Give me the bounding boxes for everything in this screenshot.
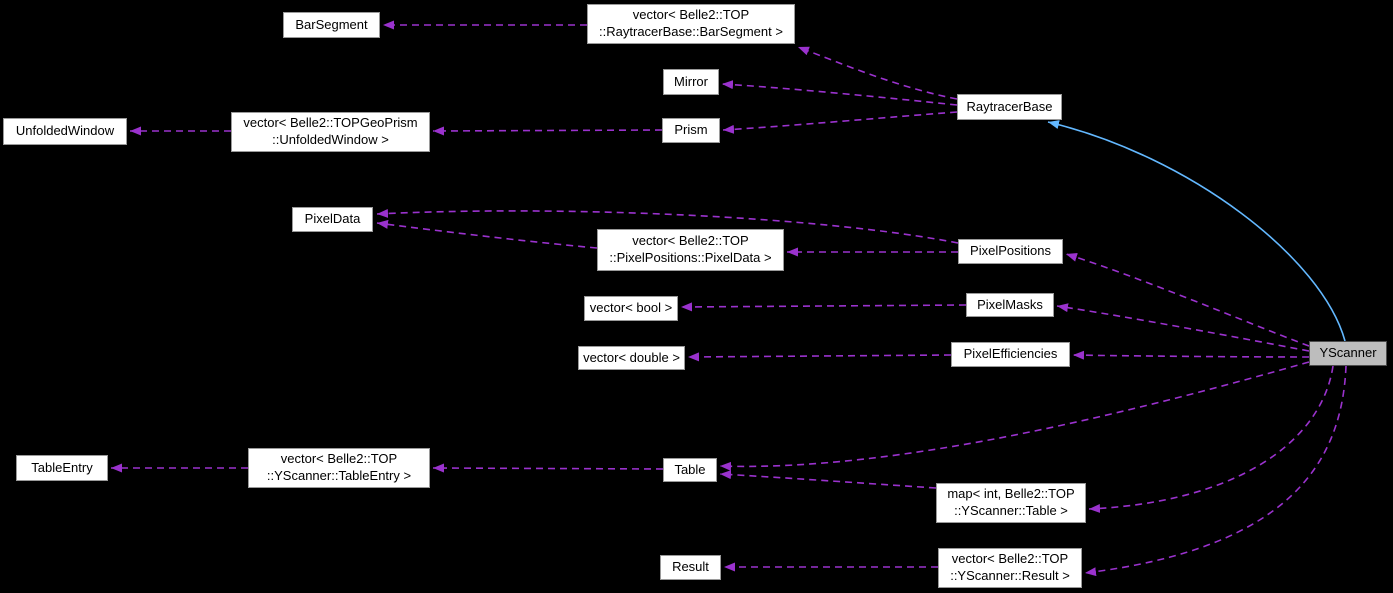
- edge-yscanner-to-pixelmasks: [1056, 303, 1310, 352]
- node-map-table[interactable]: map< int, Belle2::TOP ::YScanner::Table …: [936, 483, 1086, 523]
- node-vector-tableentry[interactable]: vector< Belle2::TOP ::YScanner::TableEnt…: [248, 448, 430, 488]
- edge-yscanner-to-vector-result: [1084, 365, 1347, 577]
- edge-pixelmasks-to-vector-bool: [680, 302, 967, 312]
- edge-yscanner-to-map-table: [1088, 365, 1334, 513]
- edge-yscanner-to-pixelefficiencies: [1072, 350, 1310, 360]
- node-table[interactable]: Table: [663, 458, 717, 482]
- node-vector-result[interactable]: vector< Belle2::TOP ::YScanner::Result >: [938, 548, 1082, 588]
- edge-yscanner-to-table: [719, 361, 1310, 471]
- node-unfoldedwindow[interactable]: UnfoldedWindow: [3, 118, 127, 145]
- edge-table-to-vector-tableentry: [432, 463, 664, 473]
- node-vector-pixeldata[interactable]: vector< Belle2::TOP ::PixelPositions::Pi…: [597, 229, 784, 271]
- node-raytracerbase[interactable]: RaytracerBase: [957, 94, 1062, 120]
- edge-yscanner-to-pixelpositions: [1065, 252, 1310, 347]
- node-vector-unfoldedwindow[interactable]: vector< Belle2::TOPGeoPrism ::UnfoldedWi…: [231, 112, 430, 152]
- edge-map-table-to-table: [719, 470, 937, 489]
- node-yscanner-selected: YScanner: [1309, 341, 1387, 366]
- edge-pixelpositions-to-pixeldata: [376, 208, 959, 244]
- node-pixelpositions[interactable]: PixelPositions: [958, 239, 1063, 264]
- node-mirror[interactable]: Mirror: [663, 69, 719, 95]
- node-vector-bool[interactable]: vector< bool >: [584, 296, 678, 321]
- edge-vector-pixeldata-to-pixeldata: [376, 219, 598, 249]
- node-barsegment[interactable]: BarSegment: [283, 12, 380, 38]
- node-vector-barsegment[interactable]: vector< Belle2::TOP ::RaytracerBase::Bar…: [587, 4, 795, 44]
- edge-pixelefficiencies-to-vector-double: [687, 352, 952, 362]
- node-pixeldata[interactable]: PixelData: [292, 207, 373, 232]
- node-vector-double[interactable]: vector< double >: [578, 346, 685, 370]
- node-pixelmasks[interactable]: PixelMasks: [966, 293, 1054, 317]
- edge-raytracerbase-to-vector-barsegment: [797, 46, 958, 100]
- node-pixelefficiencies[interactable]: PixelEfficiencies: [951, 342, 1070, 367]
- node-tableentry[interactable]: TableEntry: [16, 455, 108, 481]
- edge-raytracerbase-to-mirror: [721, 80, 958, 106]
- edge-prism-to-vector-unfoldedwindow: [432, 126, 663, 136]
- edge-yscanner-to-raytracerbase-inheritance: [1047, 120, 1346, 342]
- edge-raytracerbase-to-prism: [722, 111, 958, 134]
- node-result[interactable]: Result: [660, 555, 721, 580]
- node-prism[interactable]: Prism: [662, 118, 720, 143]
